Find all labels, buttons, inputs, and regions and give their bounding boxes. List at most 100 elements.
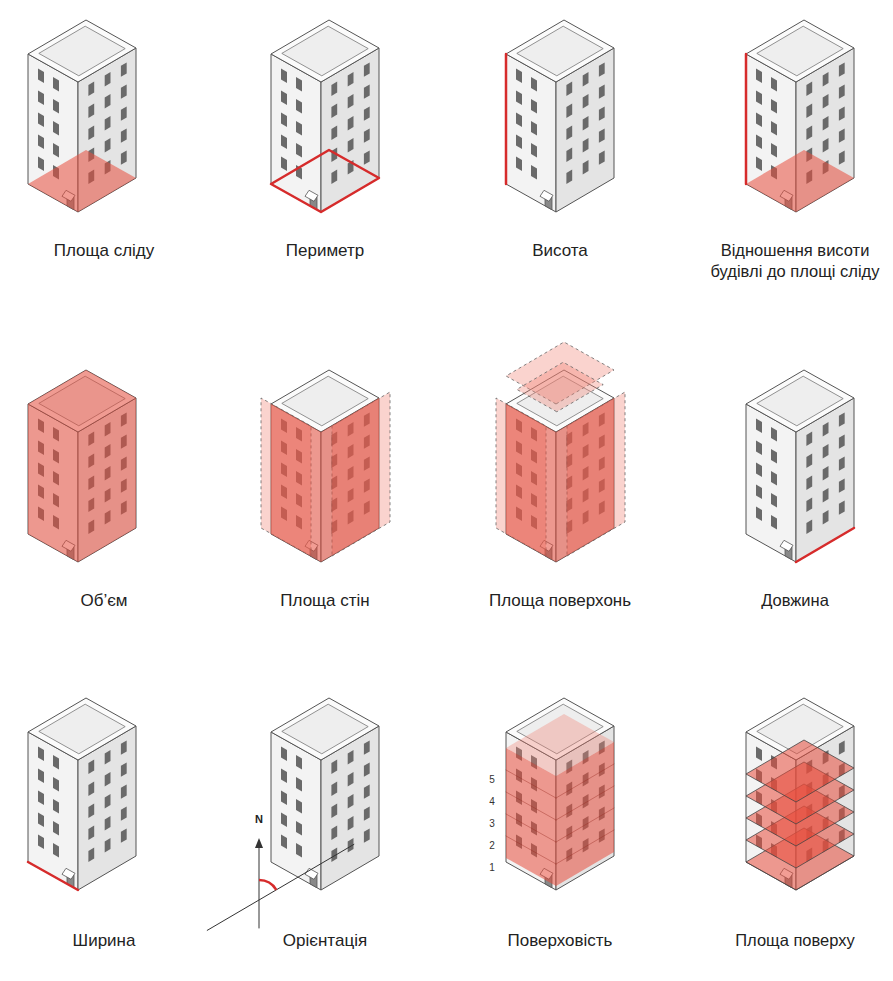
window <box>583 72 589 86</box>
window <box>331 804 337 818</box>
window <box>348 772 354 786</box>
window <box>756 135 762 149</box>
door-canopy <box>305 868 318 879</box>
window <box>364 828 370 842</box>
wall-area-fill <box>271 404 321 562</box>
window <box>583 116 589 130</box>
building-roof <box>746 20 854 82</box>
window <box>121 806 127 820</box>
roof-area-offset <box>517 362 603 412</box>
window <box>281 835 287 849</box>
roof-parapet <box>757 376 843 426</box>
roof-parapet <box>757 26 843 76</box>
window <box>364 62 370 76</box>
window <box>839 150 845 164</box>
building-roof <box>28 20 136 82</box>
caption: Периметр <box>225 240 425 261</box>
window <box>105 94 111 108</box>
window <box>839 434 845 448</box>
floor-line <box>556 786 614 820</box>
door-canopy <box>62 868 75 879</box>
caption: Поверховість <box>460 930 660 951</box>
caption: Об’єм <box>4 590 204 611</box>
window <box>105 138 111 152</box>
caption: Площа сліду <box>4 240 204 261</box>
window <box>38 135 44 149</box>
window <box>53 821 59 835</box>
window <box>566 104 572 118</box>
window <box>348 72 354 86</box>
window <box>105 72 111 86</box>
window <box>839 500 845 514</box>
window <box>599 106 605 120</box>
window <box>121 84 127 98</box>
footprint-fill <box>746 150 854 212</box>
window <box>516 113 522 127</box>
caption: Площа поверхонь <box>460 590 660 611</box>
window <box>281 69 287 83</box>
window <box>771 143 777 157</box>
window <box>53 121 59 135</box>
window <box>806 82 812 96</box>
window <box>53 77 59 91</box>
window <box>121 106 127 120</box>
window <box>771 427 777 441</box>
window <box>771 449 777 463</box>
caption: Висота <box>460 240 660 261</box>
floor-number: 1 <box>484 862 500 875</box>
window <box>806 432 812 446</box>
window <box>516 91 522 105</box>
window <box>88 104 94 118</box>
window <box>88 126 94 140</box>
floor-number: 2 <box>484 840 500 853</box>
window <box>839 84 845 98</box>
window <box>756 419 762 433</box>
window <box>38 69 44 83</box>
window <box>331 782 337 796</box>
door-canopy <box>540 190 553 201</box>
window <box>121 740 127 754</box>
floor-line <box>556 808 614 842</box>
window <box>756 113 762 127</box>
window <box>348 794 354 808</box>
window <box>771 77 777 91</box>
window <box>281 135 287 149</box>
floor-line <box>556 764 614 798</box>
window <box>38 747 44 761</box>
window <box>348 94 354 108</box>
window <box>531 99 537 113</box>
window <box>281 91 287 105</box>
window <box>364 806 370 820</box>
floor-line <box>506 836 556 864</box>
window <box>583 94 589 108</box>
roof-parapet <box>39 26 125 76</box>
window <box>121 150 127 164</box>
window <box>296 143 302 157</box>
floor-area-plane <box>746 740 854 802</box>
window <box>756 157 762 171</box>
wall-area-fill <box>506 404 556 562</box>
window <box>348 816 354 830</box>
window <box>364 128 370 142</box>
window <box>531 165 537 179</box>
window <box>806 104 812 118</box>
window <box>531 143 537 157</box>
floor-number: 4 <box>484 796 500 809</box>
length-line <box>796 528 854 562</box>
width-line <box>28 862 78 890</box>
window <box>281 747 287 761</box>
window <box>53 755 59 769</box>
door-canopy <box>305 190 318 201</box>
caption: Орієнтація <box>225 930 425 951</box>
wall-area-fill <box>556 398 614 562</box>
caption: Відношення висоти будівлі до площі сліду <box>702 240 888 281</box>
window <box>771 515 777 529</box>
window <box>806 476 812 490</box>
window <box>839 128 845 142</box>
window <box>281 791 287 805</box>
window <box>88 82 94 96</box>
window <box>839 456 845 470</box>
window <box>105 794 111 808</box>
